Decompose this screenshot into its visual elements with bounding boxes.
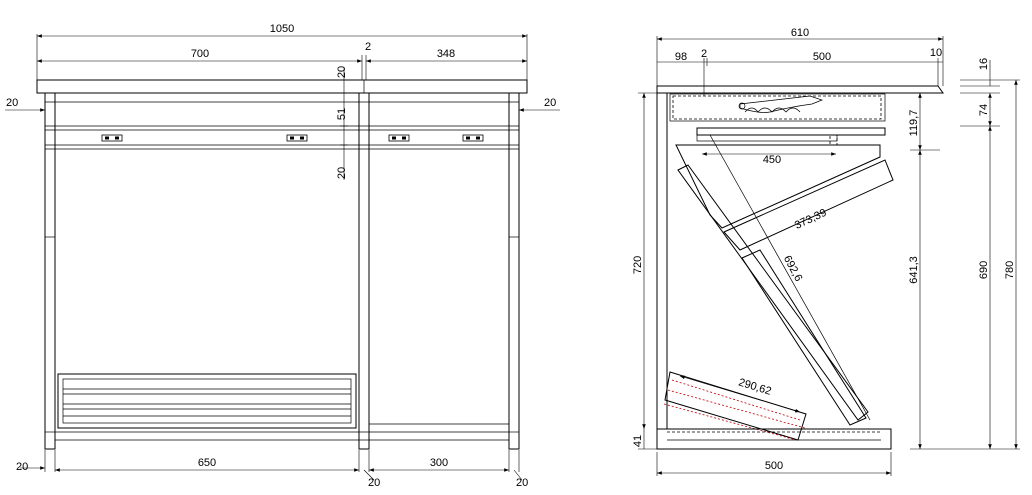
label-right-20: 20 xyxy=(544,97,556,109)
label-500-base: 500 xyxy=(765,460,783,472)
label-bottom-20: 20 xyxy=(16,461,28,473)
label-692-6: 692,6 xyxy=(781,254,805,284)
drawer-box xyxy=(672,95,882,120)
z-frame-upper-arm xyxy=(675,144,881,229)
label-610: 610 xyxy=(791,27,809,39)
label-300: 300 xyxy=(430,457,448,469)
z-frame-diagonal xyxy=(677,164,869,421)
side-view: 610 98 2 500 10 450 373,39 692,6 290,62 xyxy=(632,27,1020,476)
label-side-2: 2 xyxy=(701,48,707,60)
side-back-post xyxy=(656,92,668,430)
label-650: 650 xyxy=(198,457,216,469)
handle-icon xyxy=(388,134,410,142)
handle-icon xyxy=(101,134,123,142)
label-98: 98 xyxy=(675,51,687,63)
front-tabletop xyxy=(36,79,528,94)
front-middle-leg xyxy=(358,92,370,450)
dim-diagonal: 692,6 xyxy=(781,254,805,284)
label-gap-2: 2 xyxy=(365,41,371,53)
vent-panel xyxy=(57,373,357,429)
dim-left-width: 700 xyxy=(37,48,363,80)
side-base xyxy=(656,428,892,450)
label-74: 74 xyxy=(978,104,990,116)
label-720: 720 xyxy=(632,256,644,274)
label-left-20: 20 xyxy=(6,97,18,109)
label-top-20: 20 xyxy=(336,66,348,78)
dim-left-height: 720 41 xyxy=(632,92,657,450)
label-16: 16 xyxy=(978,58,990,70)
label-700: 700 xyxy=(191,48,209,60)
dim-right-heights: 119,7 641,3 16 74 690 780 xyxy=(908,58,1020,450)
dim-footrest: 290,62 xyxy=(679,375,801,413)
dim-vertical-stack: 20 51 20 xyxy=(336,66,348,180)
label-373-39: 373,39 xyxy=(793,207,829,232)
z-frame-lower-diagonal xyxy=(741,249,867,426)
side-tabletop xyxy=(656,85,944,94)
dim-left-side: 20 xyxy=(5,97,45,112)
dim-overall-width: 1050 xyxy=(36,23,528,80)
handle-icon xyxy=(462,134,484,142)
label-mid-20: 20 xyxy=(368,477,380,489)
front-right-leg xyxy=(508,92,520,450)
label-690: 690 xyxy=(978,261,990,279)
dim-shelf: 450 xyxy=(702,152,836,166)
label-end-20: 20 xyxy=(516,477,528,489)
dim-overall-depth: 610 xyxy=(656,27,944,86)
label-1050: 1050 xyxy=(270,23,294,35)
label-51: 51 xyxy=(336,108,348,120)
dim-top-row: 98 2 500 10 xyxy=(657,47,943,96)
label-450: 450 xyxy=(763,154,781,166)
label-10: 10 xyxy=(930,47,942,59)
dim-right-width: 348 xyxy=(365,48,527,80)
label-500-top: 500 xyxy=(813,51,831,63)
handle-icon xyxy=(286,134,308,142)
label-780: 780 xyxy=(1004,261,1016,279)
label-41: 41 xyxy=(632,435,644,447)
front-left-leg xyxy=(44,92,56,450)
z-frame-upper-brace xyxy=(723,159,894,251)
footrest xyxy=(664,371,807,441)
dim-brace: 373,39 xyxy=(793,207,829,232)
dim-base-depth: 500 xyxy=(656,452,892,476)
keyboard-shelf xyxy=(696,127,886,136)
label-641-3: 641,3 xyxy=(908,256,920,284)
dim-right-side: 20 xyxy=(519,97,560,112)
label-119-7: 119,7 xyxy=(908,110,920,137)
dim-bottom: 20 650 300 20 20 xyxy=(16,450,528,489)
label-348: 348 xyxy=(437,48,455,60)
front-view: 1050 700 2 348 20 51 20 20 xyxy=(5,23,560,489)
label-rail-20: 20 xyxy=(336,167,348,179)
